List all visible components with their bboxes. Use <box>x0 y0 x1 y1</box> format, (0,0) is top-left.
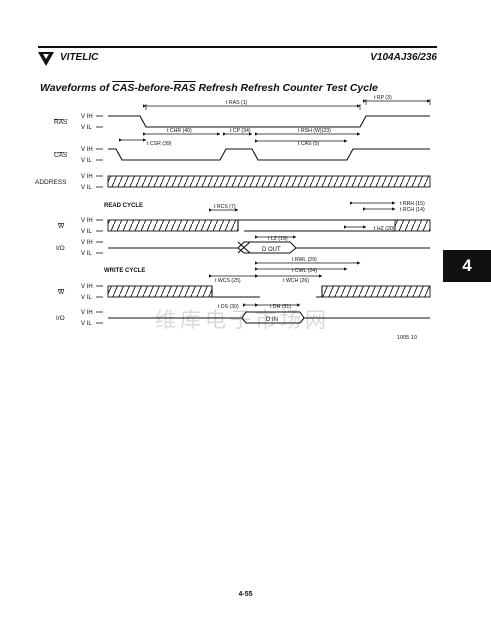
twch-label: t WCH (26) <box>283 278 309 284</box>
dout-label: D OUT <box>262 247 281 253</box>
page-number: 4-55 <box>238 591 253 598</box>
page-title: Waveforms of CAS-before-RAS Refresh Refr… <box>40 82 378 94</box>
svg-text:V IL: V IL <box>81 295 92 301</box>
din-label: D IN <box>266 317 278 323</box>
figure-id: 1005 10 <box>397 335 417 341</box>
trcs-label: t RCS (7) <box>214 204 236 210</box>
tlz-label: t LZ (19) <box>268 236 288 242</box>
twcs-label: t WCS (25) <box>215 278 241 284</box>
tds-label: t DS (30) <box>218 304 239 310</box>
write-cycle-label: WRITE CYCLE <box>104 268 145 274</box>
cas-waveform <box>108 148 430 161</box>
svg-text:V IL: V IL <box>81 158 92 164</box>
tdh-label: t DH (31) <box>270 304 291 310</box>
label-ras: RAS <box>54 119 68 126</box>
trp-label: t RP (3) <box>374 95 392 101</box>
part-number: V104AJ36/236 <box>370 52 437 63</box>
tcsr-label: t CSR (39) <box>147 141 172 147</box>
w-write-waveform <box>211 286 260 298</box>
address-dont-care <box>107 175 431 188</box>
trwl-label: t RWL (29) <box>292 257 317 263</box>
vitelic-logo-icon <box>38 52 54 66</box>
svg-text:V IH: V IH <box>81 240 93 246</box>
w-write-dont-care-left <box>107 285 213 298</box>
header-rule <box>38 46 437 48</box>
svg-text:V IH: V IH <box>81 114 93 120</box>
label-w-read: W <box>58 223 65 230</box>
label-w-write: W <box>58 289 65 296</box>
voltage-level-labels: V IH V IL V IH V IL V IH V IL V IH V IL V IH… <box>81 114 93 327</box>
w-write-dont-care-right <box>321 285 431 298</box>
svg-text:V IH: V IH <box>81 174 93 180</box>
label-address: ADDRESS <box>35 179 67 186</box>
svg-text:V IH: V IH <box>81 310 93 316</box>
trrh-label: t RRH (15) <box>400 201 425 207</box>
svg-text:V IL: V IL <box>81 229 92 235</box>
trsh-label: t RSH (W)(23) <box>298 128 331 134</box>
ras-waveform <box>108 115 430 128</box>
svg-text:V IL: V IL <box>81 251 92 257</box>
thz-label: t HZ (20) <box>374 226 395 232</box>
label-cas: CAS <box>54 152 68 159</box>
svg-text:V IH: V IH <box>81 147 93 153</box>
svg-text:V IH: V IH <box>81 218 93 224</box>
tcp-label: t CP (34) <box>230 128 251 134</box>
brand-name: VITELIC <box>60 52 99 63</box>
tchr-label: t CHR (40) <box>167 128 192 134</box>
label-io-read: I/O <box>56 245 65 252</box>
svg-text:V IL: V IL <box>81 321 92 327</box>
watermark: 维库电子市场网 <box>155 309 330 332</box>
svg-text:V IH: V IH <box>81 284 93 290</box>
w-read-dont-care-right <box>394 219 431 232</box>
svg-text:V IL: V IL <box>81 185 92 191</box>
label-io-write: I/O <box>56 315 65 322</box>
tcwl-label: t CWL (24) <box>292 268 317 274</box>
svg-text:V IL: V IL <box>81 125 92 131</box>
tras-label: t RAS (1) <box>226 100 248 106</box>
section-tab: 4 <box>443 250 491 282</box>
tcas-label: t CAS (5) <box>298 141 320 147</box>
trch-label: t RCH (14) <box>400 207 425 213</box>
w-read-dont-care-left <box>107 219 239 232</box>
read-cycle-label: READ CYCLE <box>104 203 143 209</box>
